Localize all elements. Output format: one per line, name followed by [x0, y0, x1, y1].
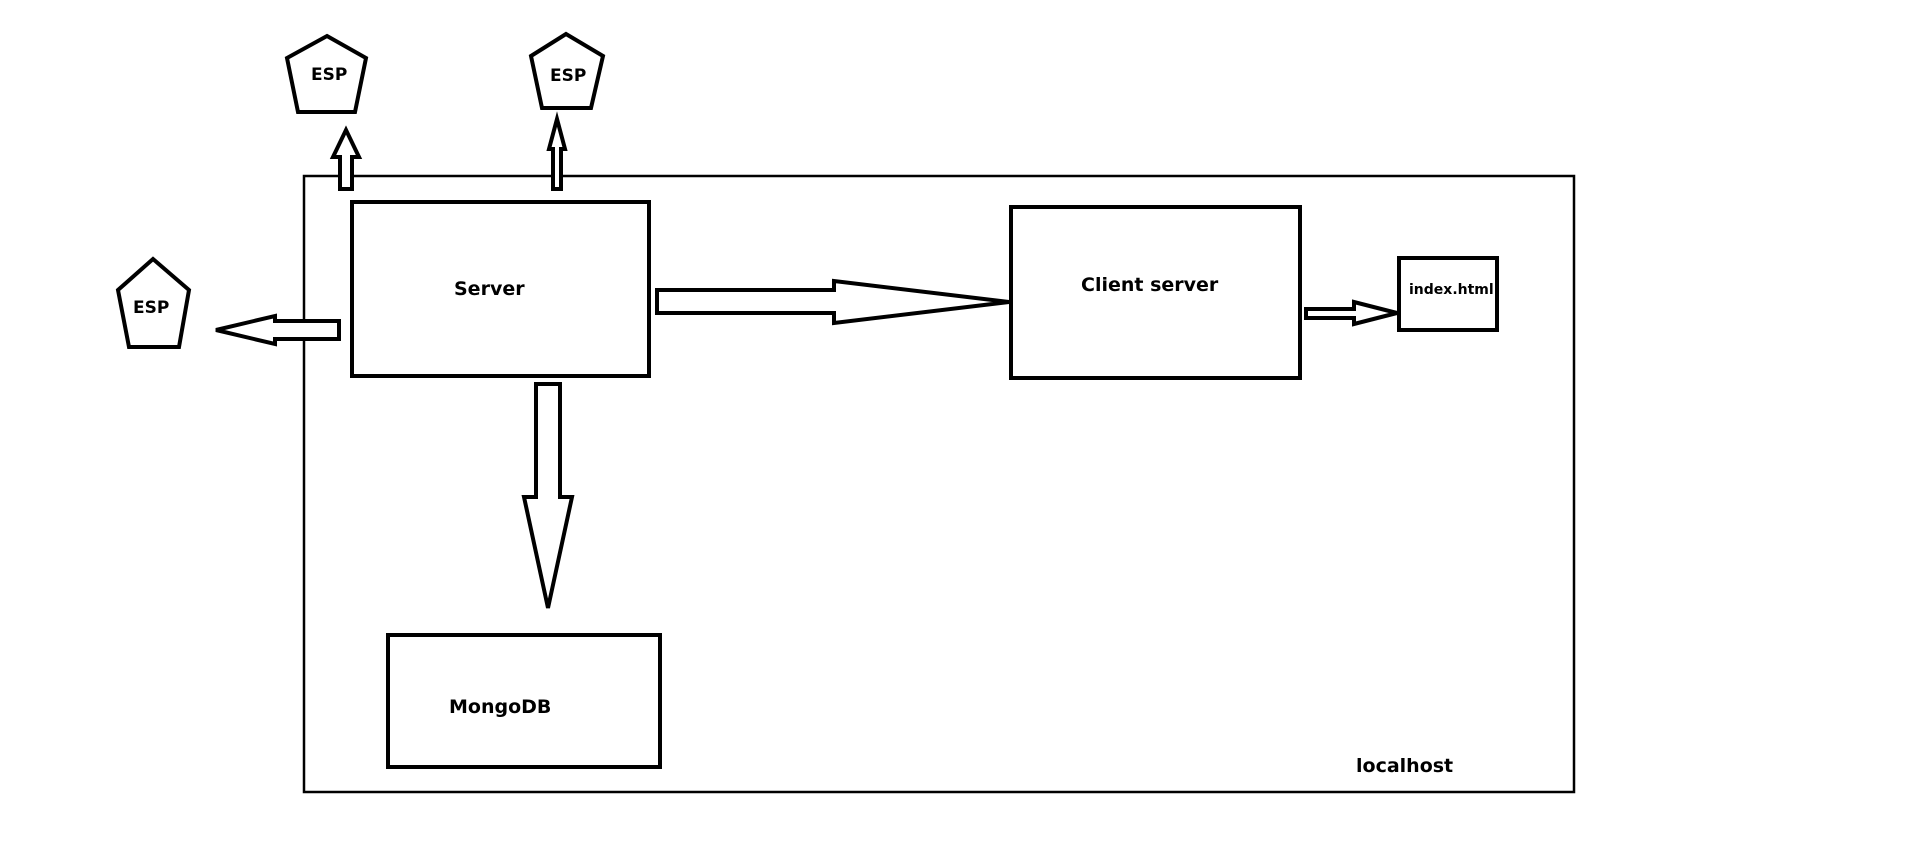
index-html-box — [1397, 256, 1499, 332]
esp-top-right-node: ESP — [528, 31, 606, 110]
server-box — [350, 200, 651, 378]
esp-top-left-node: ESP — [284, 33, 369, 114]
arrow-server-to-client-server — [655, 278, 1010, 326]
esp-top-left-pentagon — [284, 33, 369, 114]
arrow-server-to-mongodb — [521, 382, 575, 609]
client-server-box — [1009, 205, 1302, 380]
mongodb-node: MongoDB — [386, 633, 662, 769]
arrow-up-esp-top-right — [546, 111, 568, 191]
arrow-client-server-to-index-html — [1304, 299, 1398, 327]
server-node: Server — [350, 200, 651, 378]
esp-left-pentagon — [115, 256, 192, 349]
localhost-boundary — [302, 174, 1576, 794]
index-html-label: index.html — [1409, 282, 1494, 298]
esp-top-right-pentagon — [528, 31, 606, 110]
index-html-node: index.html — [1397, 256, 1499, 332]
esp-left-label: ESP — [133, 298, 169, 318]
mongodb-label: MongoDB — [449, 696, 551, 718]
client-server-label: Client server — [1081, 274, 1219, 296]
arrow-left-esp-left — [215, 313, 341, 347]
localhost-label: localhost — [1356, 755, 1453, 777]
esp-top-right-label: ESP — [550, 66, 586, 86]
arrow-up-esp-top-left — [329, 125, 363, 191]
mongodb-box — [386, 633, 662, 769]
server-label: Server — [454, 278, 525, 300]
client-server-node: Client server — [1009, 205, 1302, 380]
esp-top-left-label: ESP — [311, 65, 347, 85]
esp-left-node: ESP — [115, 256, 192, 349]
